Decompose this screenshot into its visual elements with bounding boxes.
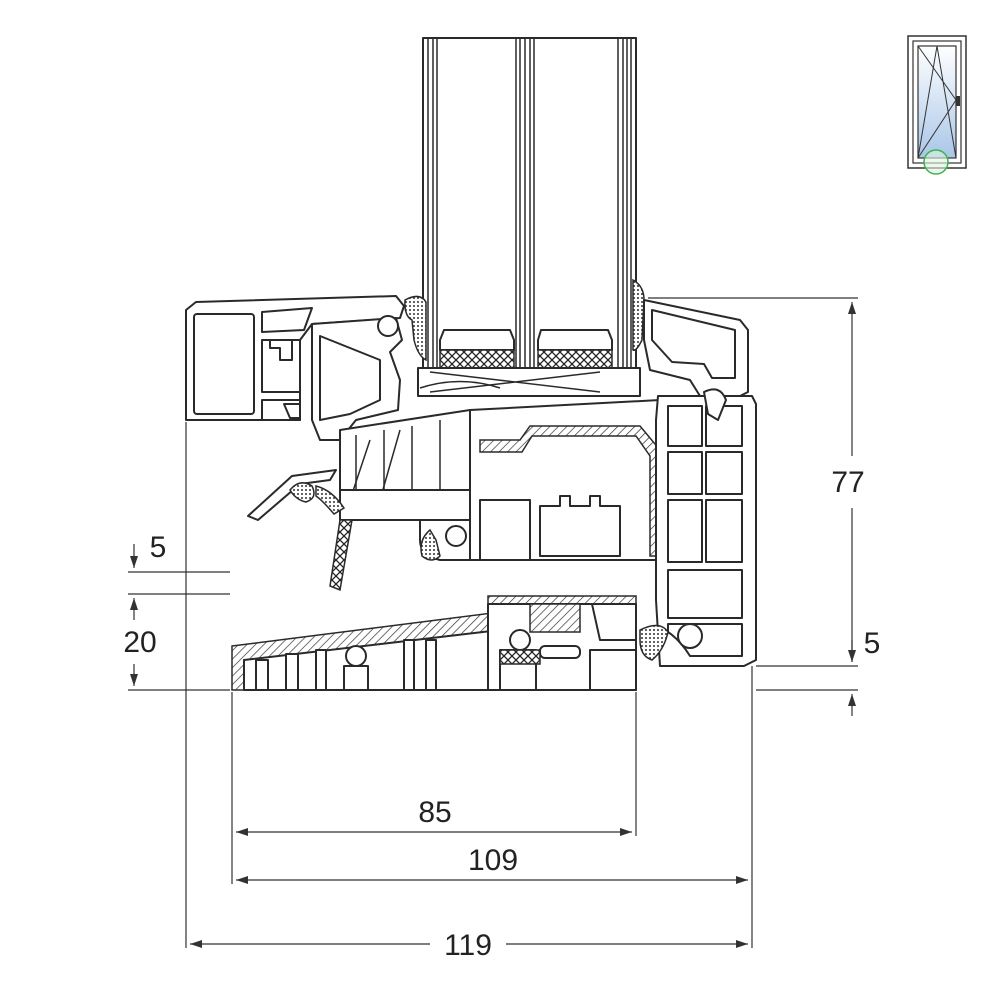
dim-85-label: 85 <box>418 796 451 829</box>
drip-flap <box>247 469 353 592</box>
sash-profile <box>311 315 471 521</box>
detail-location-marker <box>923 149 949 175</box>
dim-119-label: 119 <box>444 929 492 962</box>
dimension-arrows <box>130 302 856 948</box>
dim-77-label: 77 <box>831 466 864 499</box>
dim-109-label: 109 <box>468 844 518 877</box>
dim-right-5-label: 5 <box>864 627 881 660</box>
dimension-lines <box>128 297 858 948</box>
steel-reinforcement <box>419 399 665 561</box>
right-frame-profile <box>639 299 757 667</box>
glazing-unit <box>417 37 641 397</box>
sill-profile <box>231 595 637 691</box>
dim-20-label: 20 <box>123 626 156 659</box>
tilt-turn-window-icon <box>907 35 967 175</box>
glazing-gaskets <box>404 278 645 362</box>
dim-left-5-label: 5 <box>150 531 167 564</box>
